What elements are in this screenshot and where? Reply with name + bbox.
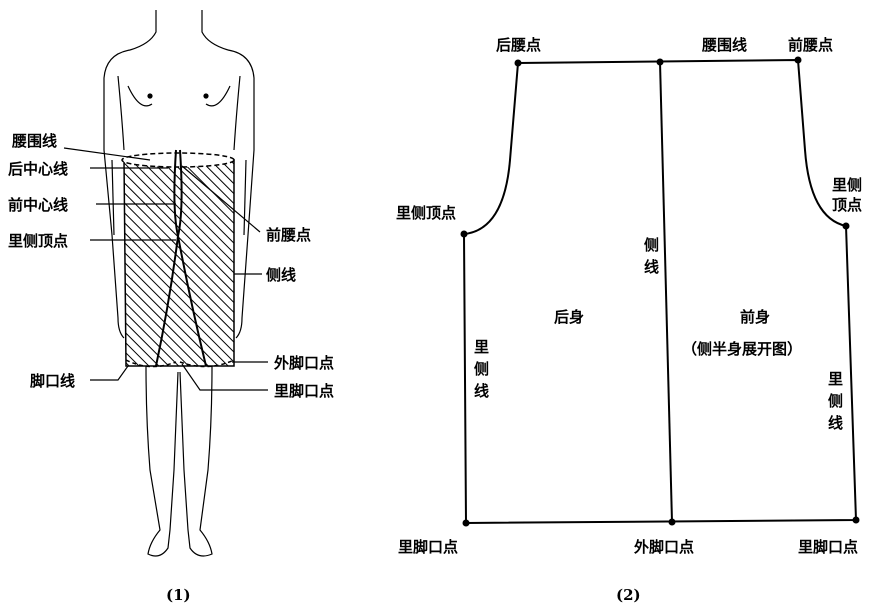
label-side-line: 侧线 xyxy=(266,266,296,284)
shorts xyxy=(121,149,235,368)
label-inner-hem-point-right: 里脚口点 xyxy=(798,538,858,556)
pattern-outline xyxy=(462,58,858,525)
label-inner-hem-point: 里脚口点 xyxy=(274,382,334,400)
label-front-body-note: （侧半身展开图） xyxy=(682,340,802,358)
label-front-waist-point-2: 前腰点 xyxy=(788,36,833,54)
label-front-center-line: 前中心线 xyxy=(8,196,68,214)
label-inner-top-point-right-1: 里侧 xyxy=(832,176,862,194)
label-side-line-2: 线 xyxy=(644,258,659,276)
caption-figure-2: (2) xyxy=(616,586,641,604)
label-back-center-line: 后中心线 xyxy=(8,160,68,178)
label-outer-hem-point: 外脚口点 xyxy=(273,354,334,372)
label-back-waist-point: 后腰点 xyxy=(496,36,541,54)
label-inner-side-line-right-2: 侧 xyxy=(828,392,843,410)
label-waist-line-2: 腰围线 xyxy=(701,36,747,54)
label-inner-side-line-right-1: 里 xyxy=(828,370,843,388)
label-back-body: 后身 xyxy=(554,308,584,326)
label-side-line-1: 侧 xyxy=(644,236,659,254)
label-inner-side-line-left-1: 里 xyxy=(474,338,489,356)
label-hem-line: 脚口线 xyxy=(30,372,75,390)
label-outer-hem-point-2: 外脚口点 xyxy=(633,538,694,556)
leader-lines xyxy=(63,147,268,391)
label-inner-top-point-right-2: 顶点 xyxy=(832,196,862,214)
label-front-waist-point: 前腰点 xyxy=(266,226,311,244)
body-outline xyxy=(103,10,255,557)
pattern-points xyxy=(460,56,860,527)
side-seam-line xyxy=(659,61,673,523)
label-front-body: 前身 xyxy=(740,308,770,326)
figure-1: 腰围线 后中心线 前中心线 里侧顶点 前腰点 侧线 外脚口点 脚口线 里脚口点 … xyxy=(8,10,334,604)
label-inner-side-line-left-3: 线 xyxy=(474,382,489,400)
label-inner-side-line-left-2: 侧 xyxy=(474,360,489,378)
figure-2: 后腰点 腰围线 前腰点 里侧顶点 里侧 顶点 侧 线 后身 前身 （侧半身展开图… xyxy=(396,36,862,604)
label-inner-hem-point-left: 里脚口点 xyxy=(398,538,458,556)
caption-figure-1: (1) xyxy=(166,586,191,604)
label-inner-top-point-left: 里侧顶点 xyxy=(396,204,456,222)
label-inner-side-line-right-3: 线 xyxy=(828,414,843,432)
label-inner-top-point: 里侧顶点 xyxy=(8,232,68,250)
label-waist-line: 腰围线 xyxy=(11,132,57,150)
